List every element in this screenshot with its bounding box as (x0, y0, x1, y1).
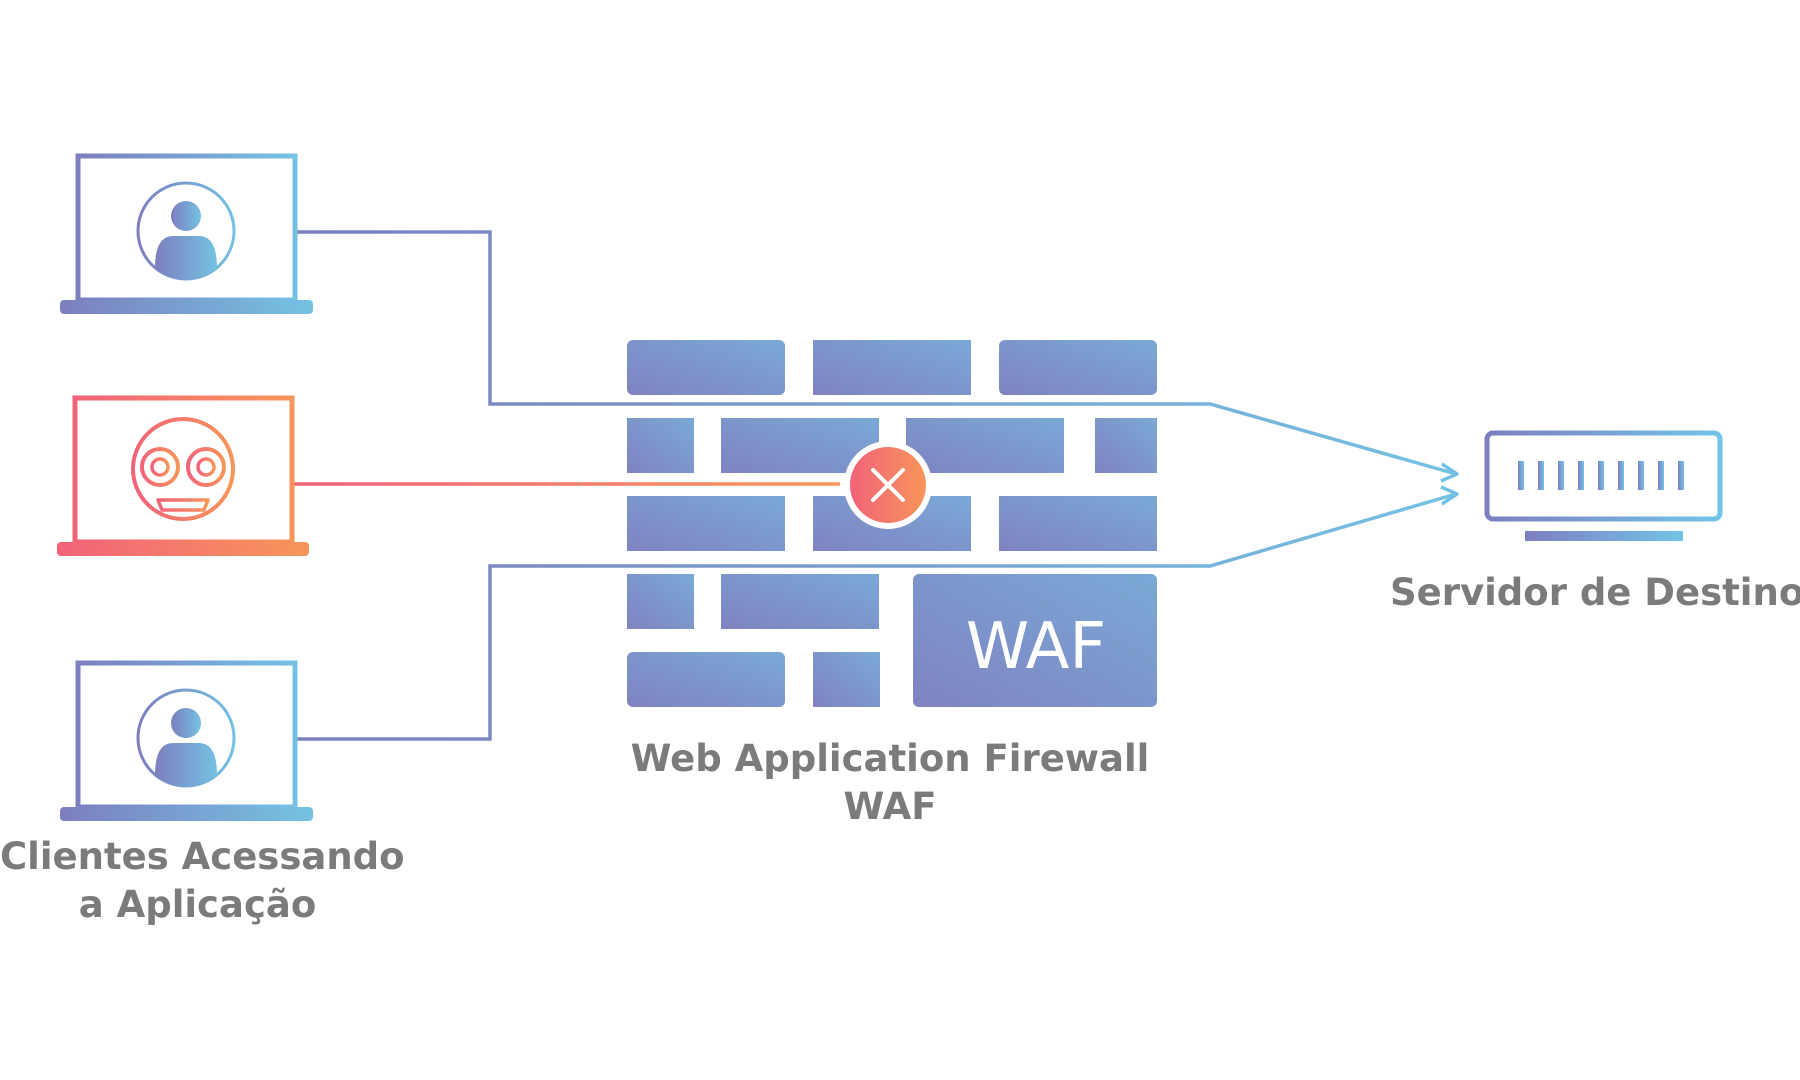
server-label-text: Servidor de Destino (1390, 571, 1800, 614)
waf-label-line1: Web Application Firewall (630, 737, 1150, 780)
clients-label-line1: Clientes Acessando (0, 835, 405, 878)
arrowhead-top (1440, 462, 1459, 483)
arrowhead-bottom (1440, 485, 1459, 506)
waf-label-line2: WAF (843, 785, 937, 828)
user-laptop-icon-top (60, 153, 313, 314)
firewall-wall (627, 340, 1157, 707)
clients-label: Clientes Acessando a Aplicação (0, 833, 405, 929)
connection-line-bottom-client (296, 492, 1457, 741)
robot-laptop-icon (57, 395, 309, 556)
server-icon (1484, 430, 1723, 541)
waf-wall-text: WAF (966, 610, 1106, 684)
waf-label: Web Application Firewall WAF (590, 735, 1190, 831)
server-label: Servidor de Destino (1390, 569, 1800, 617)
blocked-x-icon (844, 441, 932, 529)
connection-line-top-client (296, 230, 1457, 476)
user-laptop-icon-bottom (60, 660, 313, 821)
clients-label-line2: a Aplicação (78, 883, 317, 926)
